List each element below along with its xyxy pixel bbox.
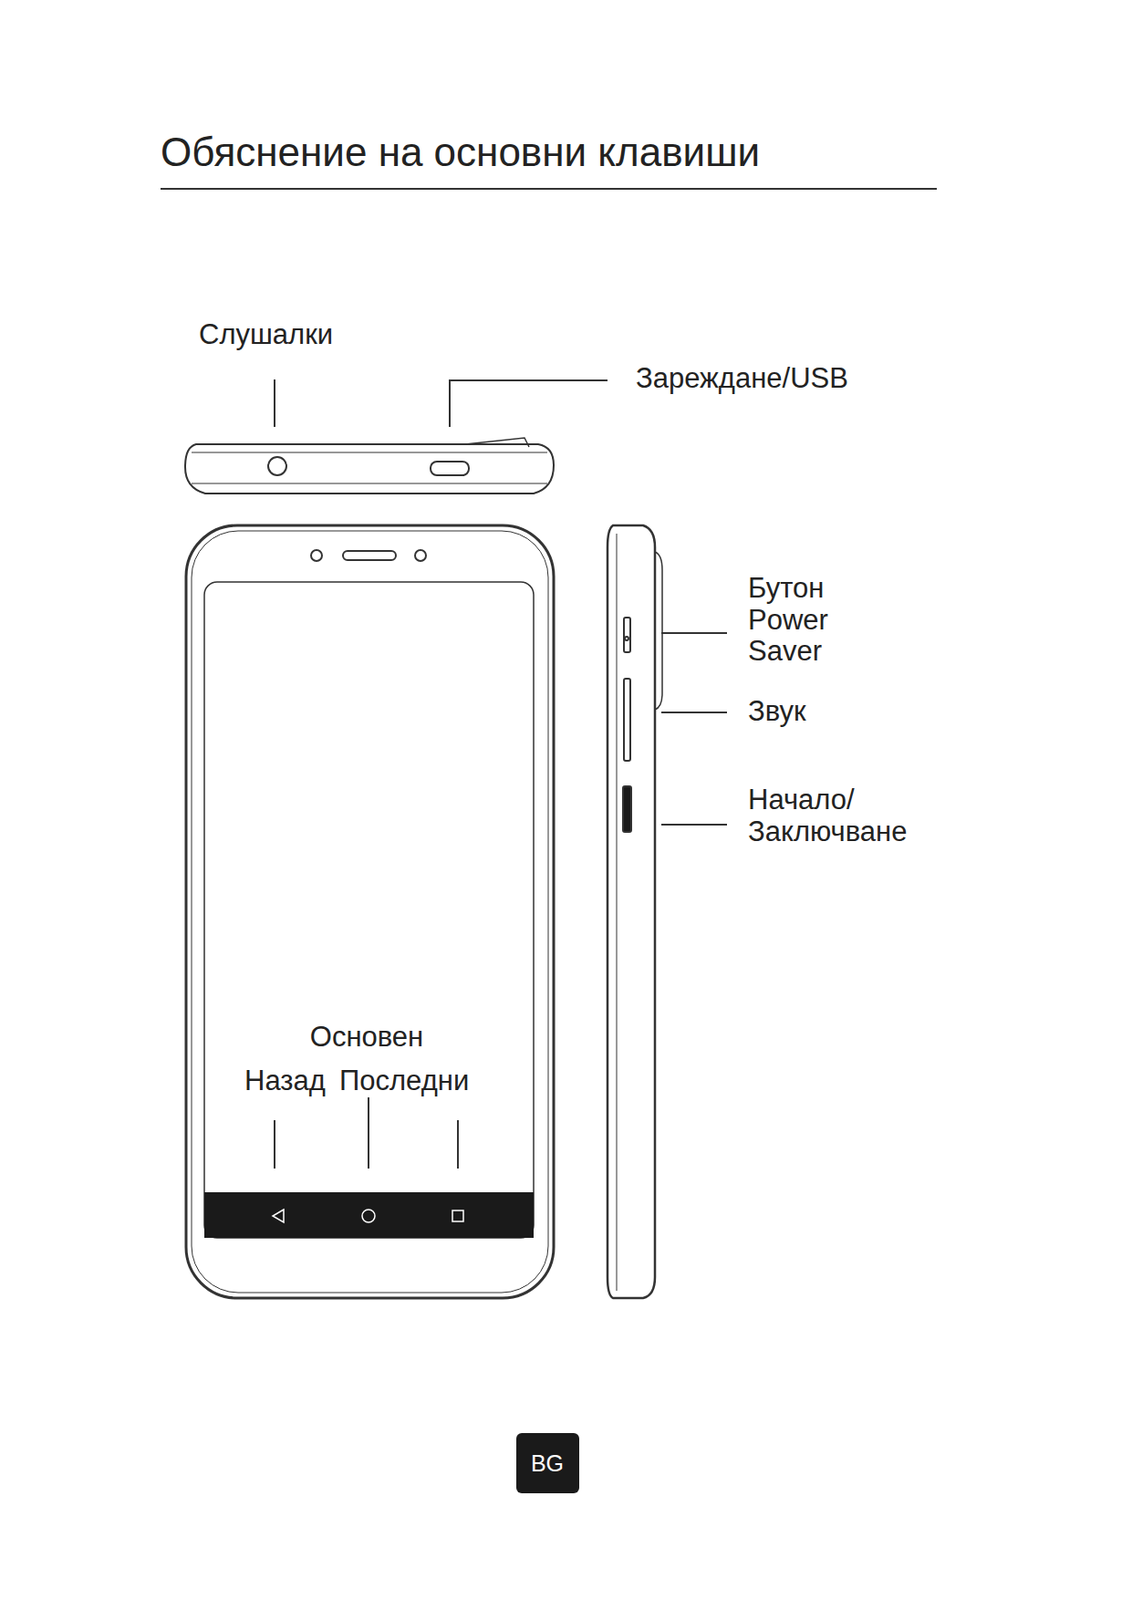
phone-front-view <box>186 525 554 1299</box>
part-label: Слушалки <box>197 319 335 352</box>
leader-line <box>456 1120 459 1169</box>
leader-line <box>273 1120 276 1169</box>
language-badge: BG <box>516 1433 580 1494</box>
part-label: Бутон Power Saver <box>746 572 869 668</box>
phone-side-view <box>607 525 663 1299</box>
leader-line <box>661 823 727 826</box>
part-label: Основен <box>308 1021 426 1054</box>
badge-text: BG <box>530 1450 564 1477</box>
part-label: Назад <box>242 1065 328 1098</box>
part-label: Звук <box>746 695 809 728</box>
part-label: Начало/ Заключване <box>746 784 933 848</box>
leader-line <box>661 711 727 714</box>
leader-line <box>273 379 276 427</box>
phone-top-view <box>185 437 554 494</box>
title-rule <box>160 187 937 190</box>
leader-line <box>449 380 608 427</box>
part-label: Последни <box>337 1065 471 1098</box>
page-title: Обяснение на основни клавиши <box>160 129 760 175</box>
part-label: Зареждане/USB <box>633 363 851 395</box>
leader-line <box>661 632 727 634</box>
